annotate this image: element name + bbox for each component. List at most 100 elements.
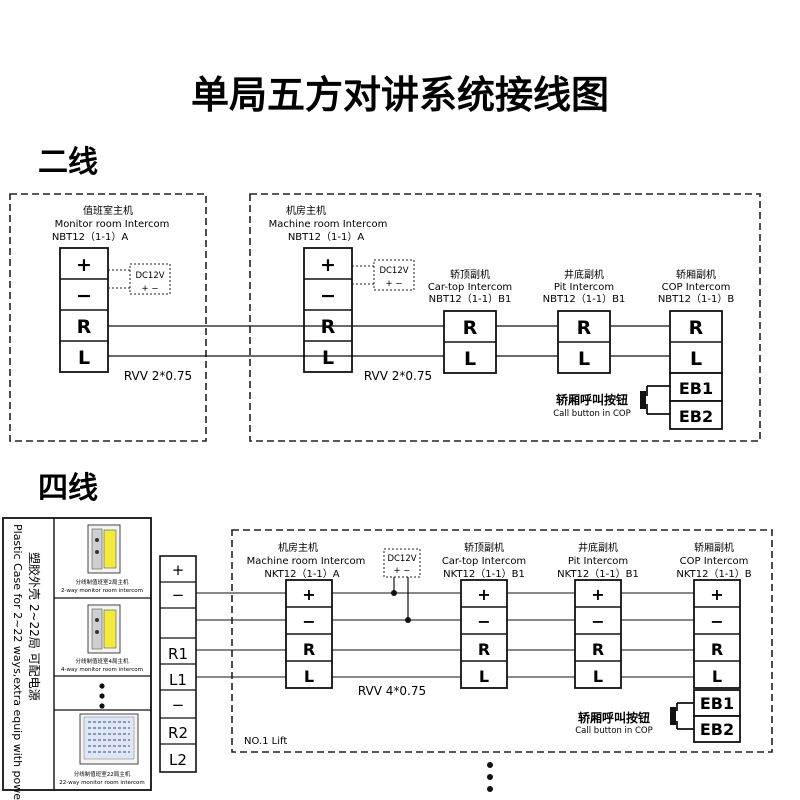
more-units-dots bbox=[99, 683, 105, 709]
lift-label: NO.1 Lift bbox=[244, 736, 287, 747]
strip-l2: L2 bbox=[169, 751, 187, 769]
cop-model: NKT12（1-1）B bbox=[676, 568, 751, 580]
four-wire-power-supply: DC12V + − bbox=[383, 548, 421, 623]
power-sign: + − bbox=[394, 566, 411, 576]
cop-name-cn: 轿厢副机 bbox=[676, 268, 716, 281]
lift-enclosure bbox=[231, 529, 773, 753]
terminal-plus: + bbox=[76, 254, 92, 276]
monitor-model: NBT12（1-1）A bbox=[52, 231, 129, 243]
terminal-plus: + bbox=[591, 585, 604, 604]
cartop-model: NBT12（1-1）B1 bbox=[429, 293, 512, 305]
terminal-l: L bbox=[322, 347, 334, 369]
pit-model: NBT12（1-1）B1 bbox=[543, 293, 626, 305]
pit-name-en: Pit Intercom bbox=[568, 556, 628, 567]
strip-r1: R1 bbox=[168, 645, 188, 663]
monitor-name-en: Monitor room Intercom bbox=[55, 219, 170, 230]
call-button: 轿厢呼叫按钮 Call button in COP bbox=[553, 385, 670, 419]
machine-model: NKT12（1-1）A bbox=[264, 568, 339, 580]
machine-name-en: Machine room Intercom bbox=[247, 556, 366, 567]
terminal-minus: − bbox=[302, 612, 315, 631]
monitor-room-intercom: 值班室主机 Monitor room Intercom NBT12（1-1）A … bbox=[52, 204, 170, 373]
monitor-22way-cn: 分线制值班室22局主机 bbox=[74, 770, 131, 778]
cop-name-en: COP Intercom bbox=[662, 282, 731, 293]
cable-label-1: RVV 2*0.75 bbox=[124, 369, 192, 383]
pit-name-cn: 井底副机 bbox=[578, 541, 618, 554]
terminal-r: R bbox=[711, 640, 723, 659]
cop-intercom-4w: 轿厢副机 COP Intercom NKT12（1-1）B + − R L EB… bbox=[676, 541, 752, 743]
monitor-unit-4way: 分线制值班室4局主机 4-way monitor room intercom bbox=[61, 604, 143, 673]
terminal-r: R bbox=[592, 640, 604, 659]
strip-plus: + bbox=[172, 561, 185, 579]
cartop-name-en: Car-top Intercom bbox=[428, 282, 512, 293]
cop-name-en: COP Intercom bbox=[680, 556, 749, 567]
machine-model: NBT12（1-1）A bbox=[288, 231, 365, 243]
terminal-r: R bbox=[478, 640, 490, 659]
cop-model: NBT12（1-1）B bbox=[658, 293, 735, 305]
terminal-r: R bbox=[77, 316, 92, 338]
terminal-eb2: EB2 bbox=[700, 720, 734, 739]
terminal-l: L bbox=[593, 667, 603, 686]
monitor-room-enclosure bbox=[9, 193, 207, 442]
pit-intercom: 井底副机 Pit Intercom NBT12（1-1）B1 R L bbox=[543, 268, 626, 374]
pit-model: NKT12（1-1）B1 bbox=[557, 568, 639, 580]
cop-intercom: 轿厢副机 COP Intercom NBT12（1-1）B R L EB1 EB… bbox=[658, 268, 735, 430]
terminal-minus: − bbox=[591, 612, 604, 631]
four-wire-cable-label: RVV 4*0.75 bbox=[358, 684, 426, 698]
power-sign: + − bbox=[142, 284, 159, 294]
terminal-l: L bbox=[479, 667, 489, 686]
machine-room-intercom: 机房主机 Machine room Intercom NBT12（1-1）A +… bbox=[269, 204, 388, 373]
four-wire-section: 四线 Plastic Case for 2~22 ways,extra equi… bbox=[2, 471, 773, 800]
terminal-r: R bbox=[321, 316, 336, 338]
two-wire-heading: 二线 bbox=[38, 145, 98, 180]
machine-room-intercom-4w: 机房主机 Machine room Intercom NKT12（1-1）A +… bbox=[247, 541, 366, 689]
power-label: DC12V bbox=[379, 266, 408, 276]
terminal-plus: + bbox=[477, 585, 490, 604]
monitor-unit-2way: 分线制值班室2局主机 2-way monitor room intercom bbox=[61, 524, 143, 594]
call-button-4w: 轿厢呼叫按钮 Call button in COP bbox=[575, 702, 694, 736]
strip-r2: R2 bbox=[168, 724, 188, 742]
plastic-case: Plastic Case for 2~22 ways,extra equip w… bbox=[2, 517, 152, 800]
shaft-enclosure bbox=[249, 193, 761, 442]
case-label-en: Plastic Case for 2~22 ways,extra equip w… bbox=[11, 524, 24, 800]
terminal-l: L bbox=[304, 667, 314, 686]
monitor-4way-cn: 分线制值班室4局主机 bbox=[76, 657, 129, 665]
monitor-unit-22way: 分线制值班室22局主机 22-way monitor room intercom bbox=[59, 713, 145, 786]
terminal-l: L bbox=[78, 347, 90, 369]
cartop-name-en: Car-top Intercom bbox=[442, 556, 526, 567]
terminal-eb2: EB2 bbox=[679, 407, 713, 426]
terminal-minus: − bbox=[76, 285, 92, 307]
machine-name-en: Machine room Intercom bbox=[269, 219, 388, 230]
call-button-en: Call button in COP bbox=[553, 409, 631, 419]
monitor-name-cn: 值班室主机 bbox=[83, 204, 133, 217]
terminal-l: L bbox=[578, 348, 590, 370]
terminal-r: R bbox=[577, 317, 592, 339]
terminal-plus: + bbox=[302, 585, 315, 604]
monitor-2way-cn: 分线制值班室2局主机 bbox=[76, 578, 129, 586]
monitor-22way-en: 22-way monitor room intercom bbox=[59, 780, 145, 786]
terminal-eb1: EB1 bbox=[700, 694, 734, 713]
terminal-r: R bbox=[463, 317, 478, 339]
power-sign: + − bbox=[386, 279, 403, 289]
car-top-intercom: 轿顶副机 Car-top Intercom NBT12（1-1）B1 R L bbox=[428, 268, 512, 374]
terminal-r: R bbox=[303, 640, 315, 659]
call-button-cn: 轿厢呼叫按钮 bbox=[578, 710, 650, 725]
four-wire-heading: 四线 bbox=[38, 471, 98, 506]
continuation-dots bbox=[487, 762, 493, 792]
terminal-l: L bbox=[464, 348, 476, 370]
cable-label-2: RVV 2*0.75 bbox=[364, 369, 432, 383]
cartop-name-cn: 轿顶副机 bbox=[450, 268, 490, 281]
pit-name-cn: 井底副机 bbox=[564, 268, 604, 281]
pit-name-en: Pit Intercom bbox=[554, 282, 614, 293]
terminal-strip: + − R1 L1 − R2 L2 bbox=[159, 555, 197, 773]
diagram-title: 单局五方对讲系统接线图 bbox=[191, 72, 609, 117]
terminal-plus: + bbox=[320, 254, 336, 276]
terminal-minus: − bbox=[320, 285, 336, 307]
call-button-en: Call button in COP bbox=[575, 726, 653, 736]
terminal-minus: − bbox=[477, 612, 490, 631]
cop-name-cn: 轿厢副机 bbox=[694, 541, 734, 554]
machine-name-cn: 机房主机 bbox=[286, 204, 326, 217]
terminal-minus: − bbox=[710, 612, 723, 631]
pit-intercom-4w: 井底副机 Pit Intercom NKT12（1-1）B1 + − R L bbox=[557, 541, 639, 689]
monitor-power-supply: DC12V + − bbox=[108, 263, 171, 295]
